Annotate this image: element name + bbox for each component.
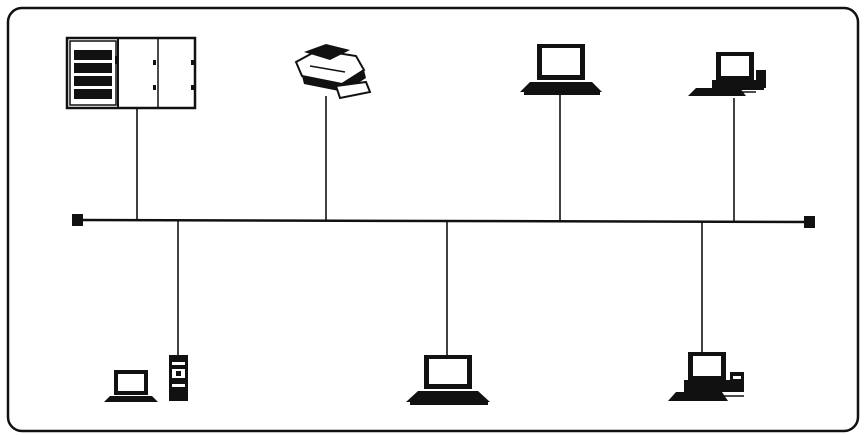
server-cabinet-icon <box>67 38 195 108</box>
bus-terminator-left <box>72 214 83 226</box>
bus-terminator-right <box>804 216 815 228</box>
